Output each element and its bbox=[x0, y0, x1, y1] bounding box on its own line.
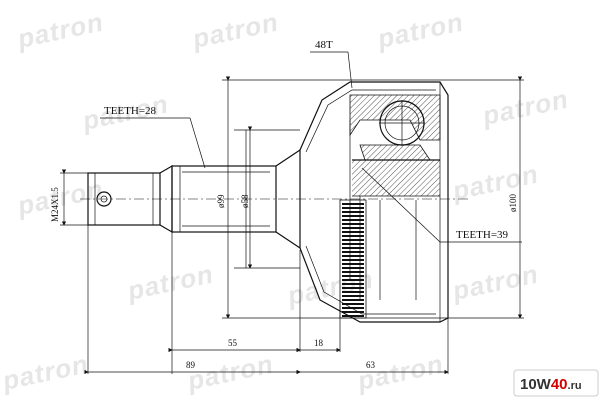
watermark: patron bbox=[479, 83, 571, 131]
abs-tooth bbox=[342, 203, 364, 205]
dia-58-label: ø58 bbox=[240, 194, 250, 208]
abs-tooth bbox=[342, 275, 364, 277]
abs-tooth bbox=[342, 311, 364, 313]
dia-100-label: ø100 bbox=[508, 194, 518, 213]
abs-tooth bbox=[342, 267, 364, 269]
dimension-lines bbox=[61, 76, 523, 375]
thread-label: M24X1.5 bbox=[50, 187, 60, 222]
abs-ring bbox=[339, 199, 367, 319]
abs-tooth bbox=[342, 287, 364, 289]
badge-suffix: .ru bbox=[568, 380, 582, 392]
abs-tooth bbox=[342, 307, 364, 309]
outer-teeth-label: 48T bbox=[315, 39, 333, 51]
leader-lines bbox=[100, 51, 522, 243]
watermark: patron bbox=[449, 258, 541, 306]
abs-tooth bbox=[342, 279, 364, 281]
shaft-teeth-label: TEETH=28 bbox=[104, 105, 157, 117]
badge-number: 40 bbox=[551, 376, 568, 393]
dim-18: 18 bbox=[314, 338, 324, 348]
watermark: patron bbox=[14, 173, 106, 221]
abs-tooth bbox=[342, 263, 364, 265]
abs-tooth bbox=[342, 235, 364, 237]
abs-tooth bbox=[342, 259, 364, 261]
site-badge[interactable]: 10W40.ru bbox=[513, 369, 599, 397]
abs-tooth bbox=[342, 207, 364, 209]
abs-tooth bbox=[342, 283, 364, 285]
dia-99-label: ø99 bbox=[216, 194, 226, 208]
abs-tooth bbox=[342, 231, 364, 233]
svg-text:10W40.ru: 10W40.ru bbox=[520, 376, 582, 393]
abs-tooth bbox=[342, 223, 364, 225]
abs-tooth bbox=[342, 295, 364, 297]
abs-tooth bbox=[342, 251, 364, 253]
abs-tooth bbox=[342, 291, 364, 293]
watermark: patron bbox=[14, 6, 106, 54]
dim-89: 89 bbox=[186, 360, 196, 370]
watermark: patron bbox=[189, 6, 281, 54]
abs-teeth-label: TEETH=39 bbox=[456, 229, 509, 241]
abs-tooth bbox=[342, 239, 364, 241]
abs-tooth bbox=[342, 303, 364, 305]
watermark: patron bbox=[374, 6, 466, 54]
abs-tooth bbox=[342, 271, 364, 273]
abs-tooth bbox=[342, 215, 364, 217]
neck bbox=[275, 148, 301, 250]
abs-tooth bbox=[342, 243, 364, 245]
abs-tooth bbox=[342, 211, 364, 213]
abs-tooth bbox=[342, 227, 364, 229]
dim-55: 55 bbox=[228, 338, 238, 348]
watermark: patron bbox=[0, 348, 91, 396]
dim-63: 63 bbox=[366, 360, 376, 370]
threaded-end bbox=[87, 172, 161, 226]
abs-tooth bbox=[342, 315, 364, 317]
watermark-layer: patron patron patron patron patron patro… bbox=[0, 6, 571, 396]
watermark: patron bbox=[124, 258, 216, 306]
abs-tooth bbox=[342, 219, 364, 221]
abs-tooth bbox=[342, 255, 364, 257]
inner-race bbox=[349, 94, 441, 161]
abs-tooth bbox=[342, 299, 364, 301]
badge-prefix: 10W bbox=[520, 376, 552, 393]
abs-tooth bbox=[342, 247, 364, 249]
